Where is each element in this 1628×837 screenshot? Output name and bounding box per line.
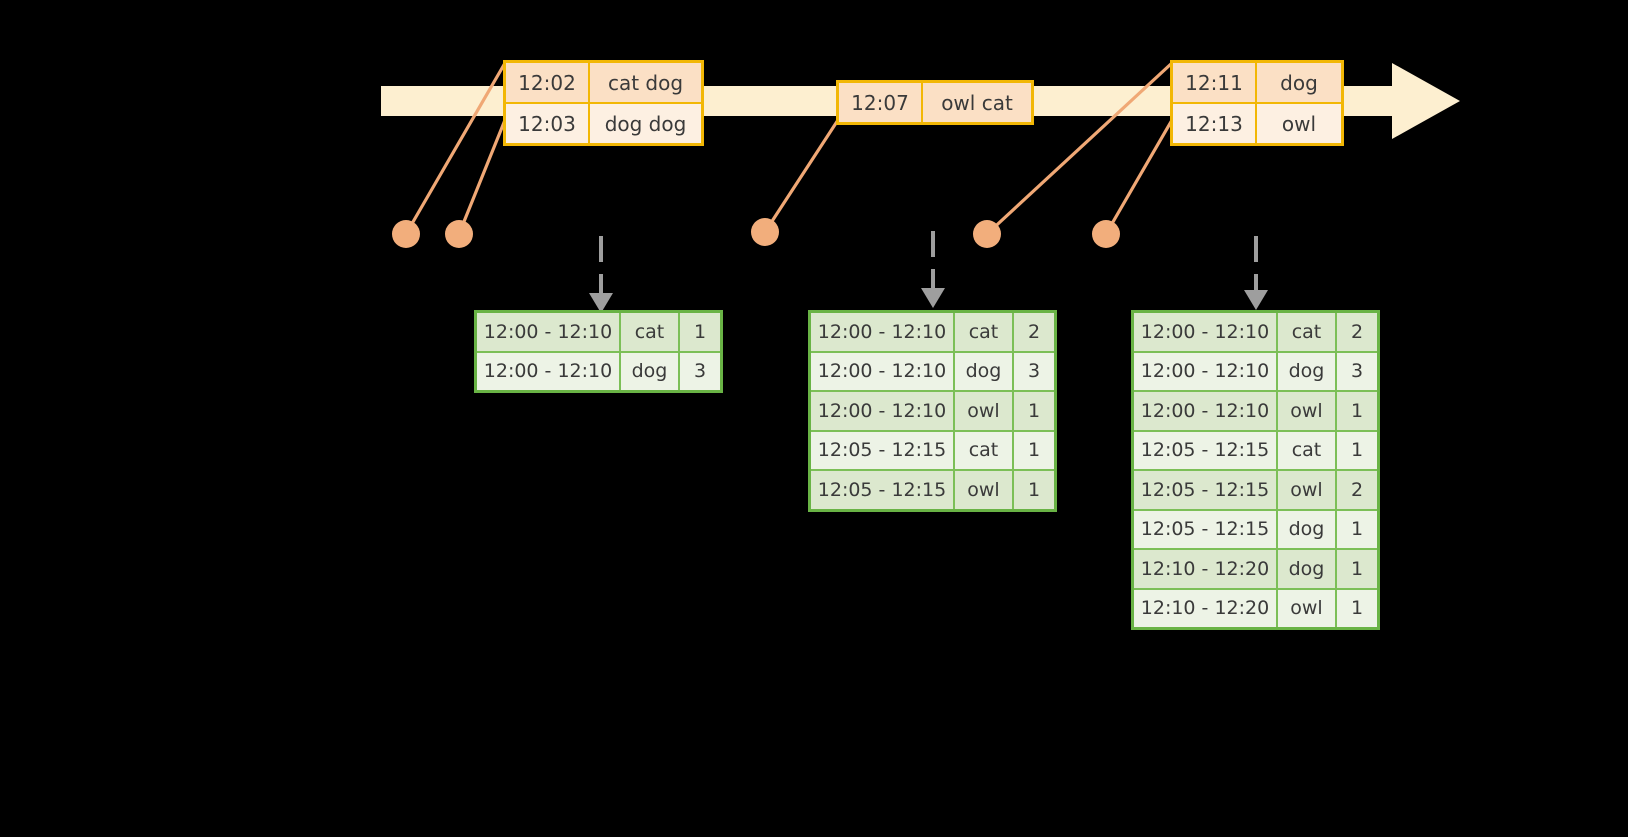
connector-line-2	[457, 118, 507, 236]
trigger-dots	[392, 218, 1120, 248]
result-table-3[interactable]: 12:00 - 12:10 cat 2 12:00 - 12:10 dog 3 …	[1131, 310, 1380, 630]
table-row: 12:05 - 12:15 owl 2	[1134, 471, 1377, 511]
cell-word: dog	[955, 352, 1014, 390]
table-row: 12:05 - 12:15 dog 1	[1134, 510, 1377, 550]
event-words: owl cat	[941, 90, 1013, 115]
cell-count: 1	[1027, 399, 1041, 422]
cell-window: 12:00 - 12:10	[811, 352, 955, 390]
result-table-1[interactable]: 12:00 - 12:10 cat 1 12:00 - 12:10 dog 3	[474, 310, 723, 393]
event-words: dog dog	[604, 111, 687, 136]
table-row: 12:10 - 12:20 owl 1	[1134, 589, 1377, 627]
connector-line-5	[1104, 118, 1174, 236]
dashed-arrows	[589, 231, 1268, 313]
table-row: 12:00 - 12:10 dog 3	[477, 352, 720, 390]
event-time: 12:13	[1173, 104, 1257, 143]
cell-word: dog	[1278, 550, 1337, 588]
cell-count: 3	[1027, 360, 1041, 383]
table-row: 12:00 - 12:10 dog 3	[1134, 352, 1377, 392]
event-box-1[interactable]: 12:02 cat dog 12:03 dog dog	[503, 60, 704, 146]
cell-word: cat	[1278, 313, 1337, 351]
cell-count: 1	[693, 320, 707, 343]
event-box-3[interactable]: 12:11 dog 12:13 owl	[1170, 60, 1344, 146]
cell-count: 2	[1027, 320, 1041, 343]
connector-line-1	[404, 61, 507, 236]
cell-window: 12:00 - 12:10	[811, 313, 955, 351]
cell-window: 12:00 - 12:10	[477, 313, 621, 351]
table-row: 12:00 - 12:10 owl 1	[811, 392, 1054, 432]
table-row: 12:05 - 12:15 cat 1	[811, 431, 1054, 471]
cell-word: cat	[955, 313, 1014, 351]
cell-word: owl	[1278, 589, 1337, 627]
cell-count: 2	[1350, 478, 1364, 501]
cell-window: 12:00 - 12:10	[811, 392, 955, 430]
cell-window: 12:10 - 12:20	[1134, 550, 1278, 588]
event-row: 12:11 dog	[1173, 63, 1341, 102]
cell-window: 12:00 - 12:10	[1134, 313, 1278, 351]
event-time: 12:07	[839, 83, 923, 122]
event-time: 12:11	[1173, 63, 1257, 102]
cell-word: cat	[1278, 431, 1337, 469]
table-row: 12:00 - 12:10 cat 2	[1134, 313, 1377, 353]
event-box-2[interactable]: 12:07 owl cat	[836, 80, 1034, 125]
cell-window: 12:05 - 12:15	[1134, 431, 1278, 469]
cell-count: 1	[1350, 399, 1364, 422]
cell-count: 1	[1350, 518, 1364, 541]
table-row: 12:05 - 12:15 owl 1	[811, 471, 1054, 509]
cell-count: 1	[1350, 557, 1364, 580]
trigger-dot-5	[1092, 220, 1120, 248]
event-words: owl	[1281, 111, 1317, 136]
cell-count: 3	[693, 360, 707, 383]
event-words: dog	[1280, 70, 1318, 95]
cell-word: owl	[955, 392, 1014, 430]
connector-line-3	[763, 118, 840, 234]
table-row: 12:00 - 12:10 cat 1	[477, 313, 720, 353]
cell-count: 1	[1350, 597, 1364, 620]
cell-count: 1	[1350, 439, 1364, 462]
cell-window: 12:05 - 12:15	[811, 471, 955, 509]
cell-word: owl	[1278, 471, 1337, 509]
cell-count: 3	[1350, 360, 1364, 383]
trigger-dot-1	[392, 220, 420, 248]
event-row: 12:02 cat dog	[506, 63, 701, 102]
trigger-dot-2	[445, 220, 473, 248]
event-time: 12:03	[506, 104, 590, 143]
dashed-arrow-3	[1244, 236, 1268, 310]
cell-word: owl	[955, 471, 1014, 509]
cell-word: dog	[621, 352, 680, 390]
cell-window: 12:10 - 12:20	[1134, 589, 1278, 627]
event-row: 12:07 owl cat	[839, 83, 1031, 122]
dashed-arrow-1	[589, 236, 613, 313]
event-row: 12:03 dog dog	[506, 102, 701, 143]
cell-word: cat	[621, 313, 680, 351]
cell-word: cat	[955, 431, 1014, 469]
cell-count: 1	[1027, 439, 1041, 462]
table-row: 12:00 - 12:10 cat 2	[811, 313, 1054, 353]
dashed-arrow-2	[921, 231, 945, 308]
cell-word: dog	[1278, 510, 1337, 548]
table-row: 12:00 - 12:10 owl 1	[1134, 392, 1377, 432]
cell-window: 12:05 - 12:15	[1134, 510, 1278, 548]
event-time: 12:02	[506, 63, 590, 102]
cell-word: owl	[1278, 392, 1337, 430]
cell-count: 2	[1350, 320, 1364, 343]
table-row: 12:10 - 12:20 dog 1	[1134, 550, 1377, 590]
trigger-dot-3	[751, 218, 779, 246]
cell-window: 12:00 - 12:10	[1134, 352, 1278, 390]
trigger-dot-4	[973, 220, 1001, 248]
cell-window: 12:05 - 12:15	[1134, 471, 1278, 509]
table-row: 12:05 - 12:15 cat 1	[1134, 431, 1377, 471]
cell-window: 12:05 - 12:15	[811, 431, 955, 469]
result-table-2[interactable]: 12:00 - 12:10 cat 2 12:00 - 12:10 dog 3 …	[808, 310, 1057, 512]
cell-window: 12:00 - 12:10	[1134, 392, 1278, 430]
cell-count: 1	[1027, 478, 1041, 501]
event-row: 12:13 owl	[1173, 102, 1341, 143]
table-row: 12:00 - 12:10 dog 3	[811, 352, 1054, 392]
cell-window: 12:00 - 12:10	[477, 352, 621, 390]
cell-word: dog	[1278, 352, 1337, 390]
event-words: cat dog	[607, 70, 684, 95]
